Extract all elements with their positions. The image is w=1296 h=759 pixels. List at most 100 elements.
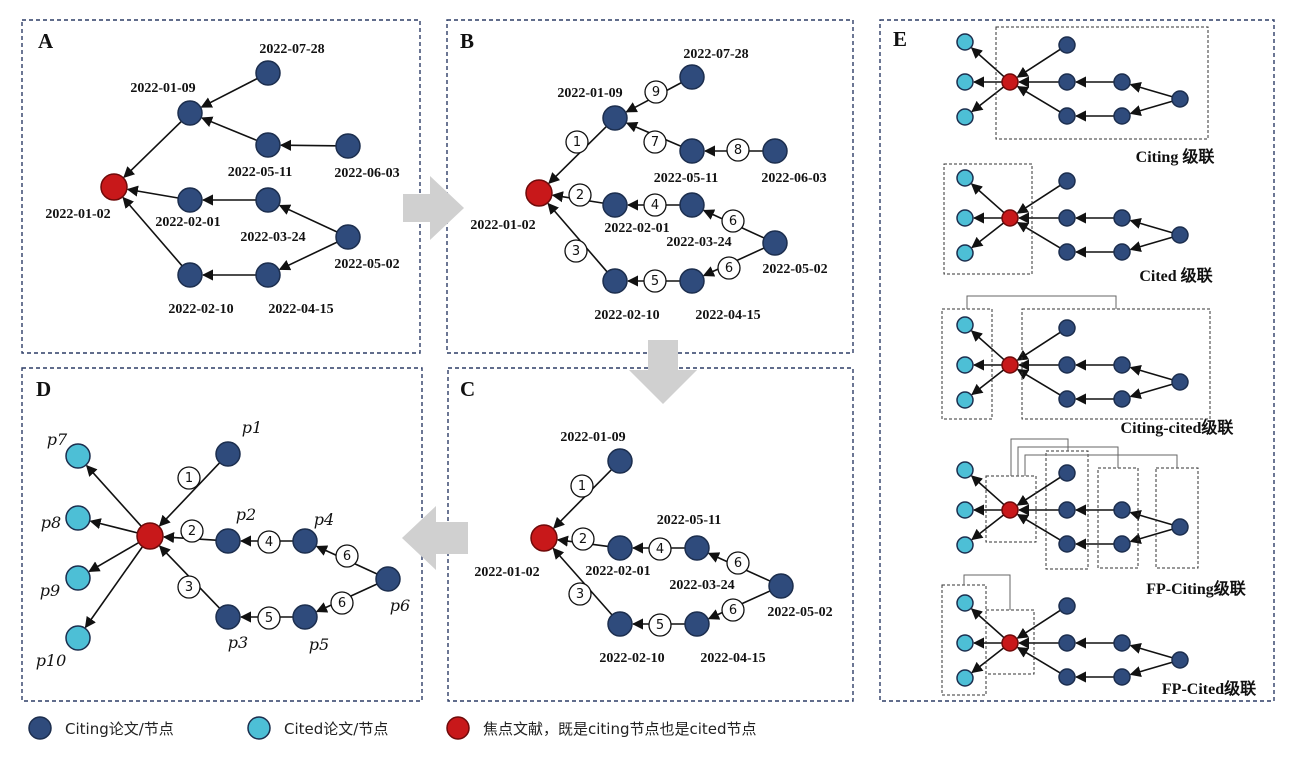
node-e5-l2 [1113,668,1131,686]
date-a-n2: 2022-02-01 [155,215,220,230]
node-e2-n6 [1171,226,1189,244]
node-e1-n6 [1171,90,1189,108]
edge-e3-focus-c1 [970,330,1005,361]
badge-b-2 [568,183,592,207]
flow-arrow-c-to-d [402,506,468,570]
edge-d-p1-F [158,462,221,527]
edge-e3-l1-F [1016,368,1061,396]
edge-a-n4-n1 [200,77,258,108]
node-e4-c1 [956,461,974,479]
node-d-focus [136,522,164,550]
edge-b-n1-F [548,125,608,184]
node-d-p4 [292,528,318,554]
node-e5-m1 [1058,634,1076,652]
badge-d-4-label: 4 [265,535,273,550]
edge-e3-n6-m2 [1129,364,1173,381]
edge-a-n3-F [122,196,183,267]
edge-e2-n6-l2 [1129,236,1173,253]
edge-a-n5-n1 [200,116,258,142]
badge-c-2-label: 2 [579,532,587,547]
node-c-n7 [684,535,710,561]
node-b-n4 [679,64,705,90]
badge-c-7 [721,598,745,622]
edge-d-focus-p7 [85,464,142,527]
date-a-n5: 2022-05-11 [228,165,293,180]
node-e1-u1 [1058,36,1076,54]
date-a-n6: 2022-06-03 [334,166,399,181]
label-d-p1: p1 [242,418,262,437]
panel-d-frame [21,367,423,702]
date-c-n9: 2022-05-02 [767,605,832,620]
node-d-p7 [65,443,91,469]
node-e5-l1 [1058,668,1076,686]
edge-e2-n6-m2 [1129,217,1173,234]
e1-caption: Citing 级联 [1136,147,1215,166]
edge-e5-n6-l2 [1129,661,1173,678]
badge-b-7-label: 4 [651,198,659,213]
node-e3-u1 [1058,319,1076,337]
node-c-n3 [607,611,633,637]
node-c-focus [530,524,558,552]
date-a-n8: 2022-04-15 [268,302,333,317]
badge-b-10 [717,256,741,280]
badge-c-3 [568,582,592,606]
node-e4-c3 [956,536,974,554]
node-e2-c2 [956,209,974,227]
e4-bracket-1 [1010,438,1069,476]
badge-b-8 [721,209,745,233]
node-e1-m2 [1113,73,1131,91]
node-a-n8 [255,262,281,288]
date-b-n7: 2022-03-24 [666,235,731,250]
node-e2-c3 [956,244,974,262]
node-b-n5 [679,138,705,164]
edge-e3-n6-l2 [1129,383,1173,400]
node-c-n2 [607,535,633,561]
date-a-n3: 2022-02-10 [168,302,233,317]
edge-e2-u1-F [1016,184,1061,214]
badge-b-7 [643,193,667,217]
node-e3-m2 [1113,356,1131,374]
node-e3-c3 [956,391,974,409]
edge-e4-n6-l2 [1129,528,1173,545]
edge-e4-n6-m2 [1129,509,1173,526]
label-d-p8: p8 [41,513,61,532]
e4-group-box-2 [1045,450,1089,570]
node-c-n8 [684,611,710,637]
edge-e4-u1-F [1016,476,1061,506]
node-e4-m1 [1058,501,1076,519]
badge-c-3-label: 3 [576,587,584,602]
node-e1-m1 [1058,73,1076,91]
badge-b-5 [643,130,667,154]
e4-group-box-3 [1097,467,1139,569]
panel-b: 12397846562022-01-022022-01-092022-02-01… [470,47,827,323]
e2-caption: Cited 级联 [1139,266,1212,285]
edge-b-n3-F [547,202,608,273]
label-d-p3: p3 [228,633,248,652]
badge-d-6-label: 5 [265,611,273,626]
node-e3-l1 [1058,390,1076,408]
node-b-n8 [679,268,705,294]
node-d-p9 [65,565,91,591]
node-e3-l2 [1113,390,1131,408]
node-c-n1 [607,448,633,474]
badge-d-2-label: 2 [188,524,196,539]
node-e5-c1 [956,594,974,612]
node-e4-focus [1001,501,1019,519]
badge-c-6 [648,613,672,637]
flow-arrow-a-to-b [403,176,464,240]
edge-e1-u1-F [1016,48,1061,78]
node-e2-l2 [1113,243,1131,261]
node-e4-c2 [956,501,974,519]
date-b-n4: 2022-07-28 [683,47,748,62]
panel-b-frame [446,19,854,354]
node-a-n5 [255,132,281,158]
label-d-p4: p4 [314,510,334,529]
edge-a-n9-n7 [278,204,338,233]
node-d-p2 [215,528,241,554]
label-d-p7: p7 [47,430,68,449]
badge-b-5-label: 7 [651,135,659,150]
badge-c-5 [726,551,750,575]
edge-e2-focus-c1 [970,183,1005,214]
